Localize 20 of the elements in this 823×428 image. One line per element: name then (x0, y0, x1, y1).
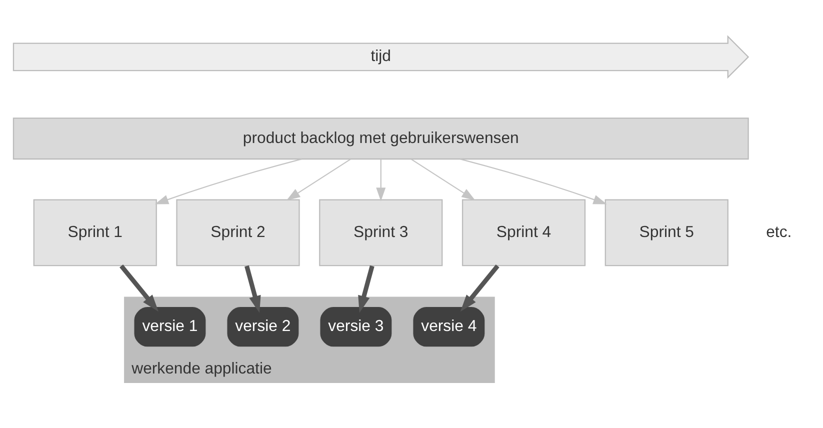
arrow (410, 158, 476, 200)
arrow (154, 158, 302, 204)
node-box: versie 1 (133, 306, 207, 348)
arrow (376, 159, 386, 202)
node-box: Sprint 2 (176, 199, 300, 266)
arrow (460, 158, 607, 204)
node-box: product backlog met gebruikerswensen (12, 118, 749, 160)
arrow (286, 158, 351, 200)
arrow (358, 265, 374, 313)
arrow (120, 264, 158, 312)
node-box: Sprint 3 (319, 199, 443, 266)
node-box: versie 4 (412, 306, 486, 348)
node-box: Sprint 1 (33, 199, 157, 266)
node-box: Sprint 4 (462, 199, 586, 266)
node-box: versie 2 (226, 306, 300, 348)
label: etc. (766, 224, 792, 241)
node-box: versie 3 (319, 306, 393, 348)
arrow (244, 265, 261, 313)
node-box: Sprint 5 (604, 199, 728, 266)
arrow (460, 264, 500, 312)
